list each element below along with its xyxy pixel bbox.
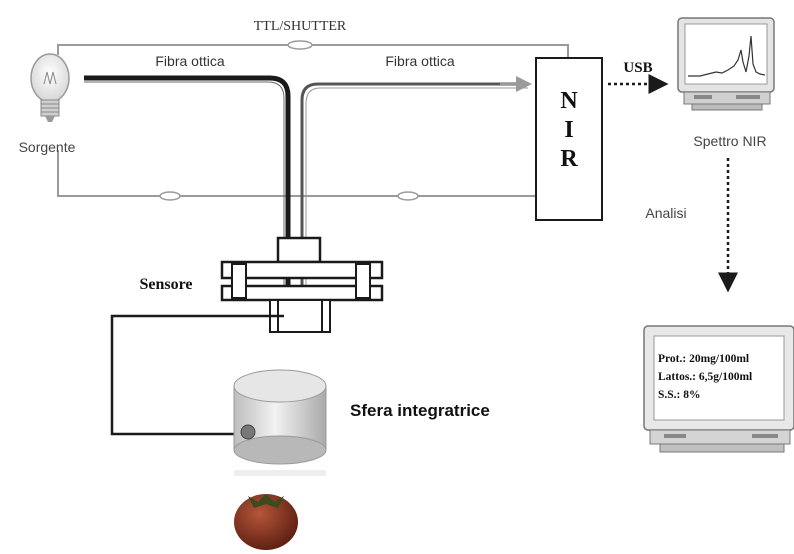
spectrum-monitor-icon	[678, 18, 774, 110]
ttl-shutter-label: TTL/SHUTTER	[254, 19, 347, 34]
return-line	[58, 150, 536, 200]
result-line-solids: S.S.: 8%	[658, 389, 701, 401]
bulb-icon	[31, 54, 69, 122]
nir-letter-n: N	[560, 88, 578, 114]
spectrum-label: Spettro NIR	[693, 133, 766, 149]
nir-letter-r: R	[560, 146, 578, 172]
result-line-protein: Prot.: 20mg/100ml	[658, 353, 749, 365]
sphere-label: Sfera integratrice	[350, 401, 490, 420]
fiber-left-label: Fibra ottica	[155, 53, 224, 69]
fiber-right-label: Fibra ottica	[385, 53, 454, 69]
source-label: Sorgente	[19, 139, 76, 155]
integrating-sphere-icon	[234, 370, 326, 476]
result-line-lactose: Lattos.: 6,5g/100ml	[658, 371, 752, 383]
nir-letter-i: I	[564, 117, 573, 143]
usb-label: USB	[623, 60, 652, 76]
ttl-shutter-line	[58, 41, 568, 58]
sensor-label: Sensore	[139, 276, 192, 293]
sensor-flange	[222, 238, 382, 332]
fruit-icon	[234, 494, 298, 550]
analysis-label: Analisi	[645, 205, 686, 221]
